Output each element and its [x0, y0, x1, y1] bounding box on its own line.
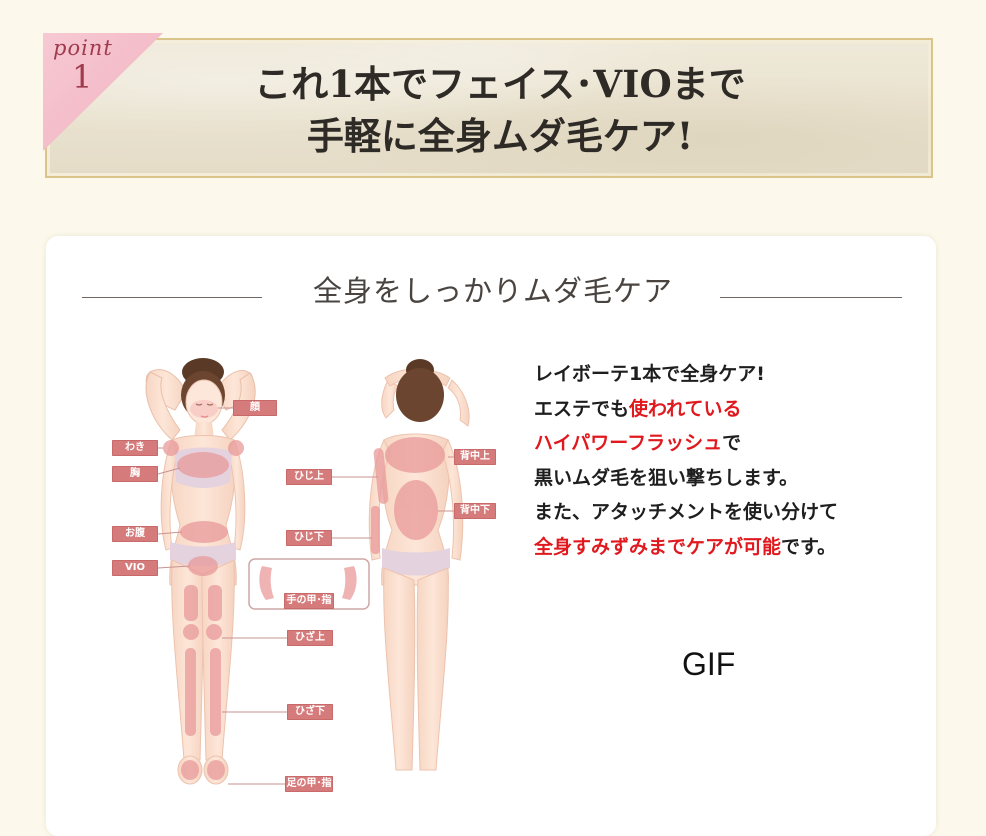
label-face: 顔	[233, 400, 277, 416]
point-banner	[45, 38, 933, 178]
section-title-rule-left	[82, 297, 262, 298]
label-back-up: 背中上	[454, 449, 496, 465]
label-leader-lines	[157, 407, 454, 785]
label-belly: お腹	[112, 526, 158, 542]
desc-line-4: 黒いムダ毛を狙い撃ちします。	[534, 466, 799, 489]
gif-placeholder: GIF	[682, 646, 736, 682]
front-highlight-zones	[163, 440, 244, 780]
label-armpit: わき	[112, 440, 158, 456]
label-hand: 手の甲･指	[284, 593, 334, 609]
back-highlight-zones	[371, 437, 445, 554]
label-back-down: 背中下	[454, 503, 496, 519]
desc-highlight-wholebody: 全身すみずみまでケアが可能	[534, 535, 782, 558]
label-knee-down: ひざ下	[287, 704, 333, 720]
banner-title-line1: これ1本でフェイス･VIOまで	[254, 62, 746, 106]
label-vio: VIO	[112, 560, 158, 576]
desc-highlight-used: 使われている	[629, 397, 742, 420]
label-chest: 胸	[112, 466, 158, 482]
label-elbow-down: ひじ下	[286, 530, 332, 546]
section-title-rule-right	[720, 297, 902, 298]
desc-line-6: 全身すみずみまでケアが可能です。	[534, 535, 837, 558]
feature-description: レイボーテ1本で全身ケア! エステでも使われている ハイパワーフラッシュで 黒い…	[534, 357, 954, 564]
desc-line-2: エステでも使われている	[534, 397, 742, 420]
body-diagram	[145, 358, 470, 785]
point-number: 1	[72, 58, 93, 96]
label-knee-up: ひざ上	[287, 630, 333, 646]
desc-line-1: レイボーテ1本で全身ケア!	[534, 363, 765, 385]
point-label: point	[53, 36, 113, 60]
label-foot: 足の甲･指	[285, 776, 333, 792]
front-figure	[145, 358, 256, 785]
hands-frame	[248, 558, 370, 610]
back-figure	[368, 359, 470, 771]
desc-highlight-flash: ハイパワーフラッシュ	[534, 432, 723, 454]
label-elbow-up: ひじ上	[286, 469, 332, 485]
desc-line-3: ハイパワーフラッシュで	[534, 432, 742, 454]
section-title: 全身をしっかりムダ毛ケア	[312, 274, 673, 308]
desc-line-5: また、アタッチメントを使い分けて	[534, 501, 839, 523]
banner-title-line2: 手軽に全身ムダ毛ケア!	[306, 114, 694, 158]
banner-title: これ1本でフェイス･VIOまで 手軽に全身ムダ毛ケア!	[160, 58, 840, 162]
